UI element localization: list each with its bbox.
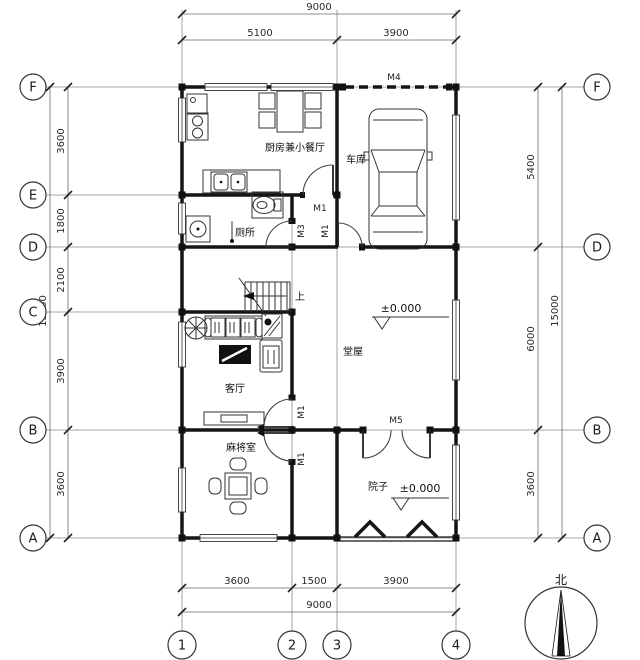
dim-left-seg1: 3600 xyxy=(56,128,67,153)
dim-left-seg2: 1800 xyxy=(56,208,67,233)
room-label-toilet: 厕所 xyxy=(235,227,255,239)
dimension-top: 9000 5100 3900 xyxy=(177,2,461,45)
dim-left-seg3: 2100 xyxy=(56,267,67,292)
grid-left-A: A xyxy=(29,532,38,547)
dim-right-seg1: 5400 xyxy=(526,154,537,179)
toilet-furniture xyxy=(185,191,284,243)
grid-right-B: B xyxy=(593,424,602,439)
mahjong-furniture xyxy=(208,457,268,515)
dim-right-seg2: 6000 xyxy=(526,326,537,351)
dimension-bottom: 3600 1500 3900 9000 xyxy=(177,576,461,617)
dim-left-seg4: 3900 xyxy=(56,358,67,383)
grid-left-C: C xyxy=(28,306,37,321)
door-labels: M4 M1 M3 M1 M1 M1 M5 xyxy=(297,73,403,466)
north-label: 北 xyxy=(555,573,567,587)
room-label-mahjong: 麻将室 xyxy=(226,441,256,454)
dim-bottom-seg2: 1500 xyxy=(301,576,326,587)
dim-bottom-seg3: 3900 xyxy=(383,576,408,587)
dim-bottom-seg1: 3600 xyxy=(224,576,249,587)
grid-right-A: A xyxy=(593,532,602,547)
elevation-marker-hall: ±0.000 xyxy=(372,302,449,330)
door-label-m4: M4 xyxy=(387,73,401,83)
room-label-kitchen: 厨房兼小餐厅 xyxy=(265,141,325,154)
door-label-m1-mahjong: M1 xyxy=(297,452,307,466)
room-label-living: 客厅 xyxy=(225,382,245,395)
doors xyxy=(257,164,431,462)
grid-left-E: E xyxy=(29,189,37,204)
kitchen-furniture xyxy=(186,90,322,194)
grid-left-B: B xyxy=(29,424,38,439)
elevation-hall-value: ±0.000 xyxy=(381,302,422,315)
grid-bottom-3: 3 xyxy=(333,639,341,654)
stairs xyxy=(238,277,291,317)
door-label-m1-kitchen: M1 xyxy=(313,204,327,214)
dimension-right: 5400 6000 3600 15000 xyxy=(526,82,567,543)
dim-top-total: 9000 xyxy=(306,2,331,13)
grid-bottom-2: 2 xyxy=(288,639,296,654)
dim-top-seg2: 3900 xyxy=(383,28,408,39)
grid-bubbles-left: F E D C B A xyxy=(19,73,47,552)
room-label-courtyard: 院子 xyxy=(368,480,388,493)
grid-left-F: F xyxy=(29,81,36,96)
living-furniture xyxy=(184,313,283,426)
grid-right-D: D xyxy=(592,241,602,256)
dim-top-seg1: 5100 xyxy=(247,28,272,39)
north-arrow: 北 xyxy=(524,573,598,660)
windows xyxy=(178,83,460,542)
grid-bubbles-right: F D B A xyxy=(583,73,611,552)
grid-bottom-4: 4 xyxy=(452,639,460,654)
grid-bottom-1: 1 xyxy=(178,639,186,654)
door-label-m1-hall-garage: M1 xyxy=(321,224,331,238)
dim-right-total: 15000 xyxy=(550,295,561,327)
grid-left-D: D xyxy=(28,241,38,256)
room-labels: 厨房兼小餐厅 车库 厕所 客厅 堂屋 麻将室 院子 上 xyxy=(225,141,388,493)
room-label-garage: 车库 xyxy=(346,153,366,166)
door-label-m1-living: M1 xyxy=(297,405,307,419)
elevation-marker-courtyard: ±0.000 xyxy=(391,482,449,511)
dim-right-seg3: 3600 xyxy=(526,471,537,496)
door-label-m3-toilet: M3 xyxy=(297,224,307,238)
door-label-m5-courtyard: M5 xyxy=(389,416,403,426)
dim-bottom-total: 9000 xyxy=(306,600,331,611)
dim-left-seg5: 3600 xyxy=(56,471,67,496)
elevation-courtyard-value: ±0.000 xyxy=(400,482,441,495)
stairs-up-label: 上 xyxy=(295,291,305,303)
room-label-hall: 堂屋 xyxy=(343,346,363,358)
garage-car xyxy=(363,108,433,250)
grid-right-F: F xyxy=(593,81,600,96)
grid-bubbles-bottom: 1 2 3 4 xyxy=(167,630,471,660)
